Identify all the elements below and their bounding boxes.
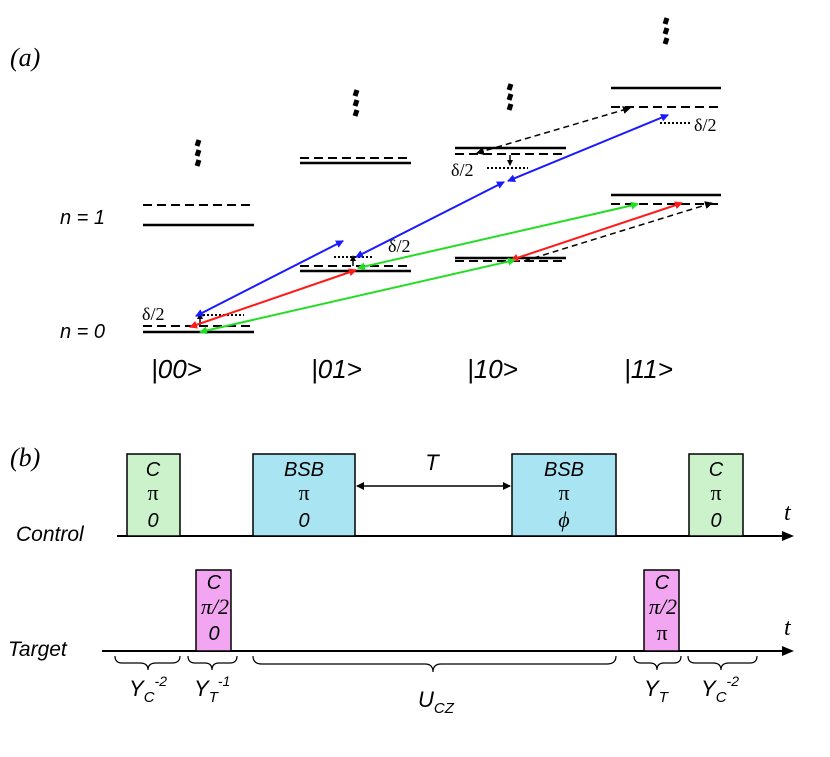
brace-label-ucz: UCZ [418,687,455,717]
delta-label-00: δ/2 [142,304,164,324]
brace-sub: T [209,689,220,706]
pulse-box [126,453,181,537]
target-label: Target [8,638,68,661]
pulse-name: BSB [544,459,584,481]
carrier-transition-00-10 [199,257,516,335]
pulse-phase: 0 [208,623,219,645]
continuation-dots-11 [662,17,670,45]
continuation-dots-00 [194,139,202,167]
target-axis-arrowhead [782,646,794,656]
brace-sub: C [716,689,727,706]
pulse-name: BSB [284,459,324,481]
pulse-name: C [655,572,670,594]
brace-yt [633,655,682,671]
brace-sub: T [659,689,670,706]
brace-yt-inverse [187,655,238,671]
pulse-box [511,453,617,537]
n0-label: n = 0 [60,321,105,343]
pulse-name: C [207,572,222,594]
brace-main: U [418,687,434,712]
state-label-01: |01> [311,354,362,384]
state-label-10: |10> [467,354,518,384]
rsb-transition-10-11 [510,201,683,262]
control-pulse-carrier-2: C π 0 [688,453,744,537]
pulse-area: π [558,480,569,505]
carrier-transition-01-11 [357,201,639,271]
state-label-00: |00> [151,354,202,384]
dashed-transition-10-11-lower [523,201,713,262]
pulse-phase: 0 [147,510,158,532]
brace-sub: C [144,689,155,706]
brace-sup: -2 [727,673,740,689]
rsb-transition-00-01 [189,268,357,329]
target-pulse-1: C π/2 0 [195,569,232,652]
control-pulse-bsb-1: BSB π 0 [252,453,356,537]
pulse-area: π [298,480,309,505]
pulse-name: C [146,459,161,481]
dashed-transition-10-11-upper [476,106,631,155]
pulse-box [688,453,744,537]
pulse-phase: π [656,620,667,645]
brace-main: Y [194,676,210,701]
target-pulse-2: C π/2 π [643,569,680,652]
brace-sup: -1 [218,673,230,689]
brace-yc-inverse-first [114,655,181,671]
continuation-dots-10 [506,83,514,111]
pulse-name: C [709,459,724,481]
brace-ucz [252,655,617,673]
brace-sup: -2 [155,673,168,689]
brace-yc-inverse-last [687,655,758,671]
brace-label-yt: YT [644,676,670,706]
brace-label-yc-last: YC-2 [701,673,739,706]
pulse-phase: 0 [298,510,309,532]
brace-main: Y [129,676,145,701]
brace-label-yc-first: YC-2 [129,673,167,706]
continuation-dots-01 [352,89,360,117]
pulse-box [195,569,232,652]
bsb-transition-01-11 [355,181,505,258]
control-pulse-carrier-1: C π 0 [126,453,181,537]
control-label: Control [16,523,85,546]
pulse-area: π/2 [649,594,677,619]
state-label-11: |11> [624,354,673,384]
target-t-label: t [784,615,792,641]
control-pulse-bsb-2: BSB π ϕ [511,453,617,537]
pulse-area: π [147,480,158,505]
pulse-area: π/2 [201,594,229,619]
control-t-label: t [784,500,792,526]
pulse-box [252,453,356,537]
delta-label-11: δ/2 [694,115,716,135]
pulse-box [643,569,680,652]
control-axis-arrowhead [782,531,794,541]
brace-label-yt-inverse: YT-1 [194,673,230,706]
pulse-phase: 0 [710,510,721,532]
panel-b-label: (b) [10,443,40,472]
delay-T-label: T [425,450,440,475]
delta-label-10: δ/2 [451,160,473,180]
brace-main: Y [701,676,717,701]
pulse-phase: ϕ [558,507,569,532]
brace-main: Y [644,676,660,701]
pulse-area: π [710,480,721,505]
panel-a-label: (a) [10,43,40,72]
brace-sub: CZ [434,700,455,717]
n1-label: n = 1 [60,207,105,229]
